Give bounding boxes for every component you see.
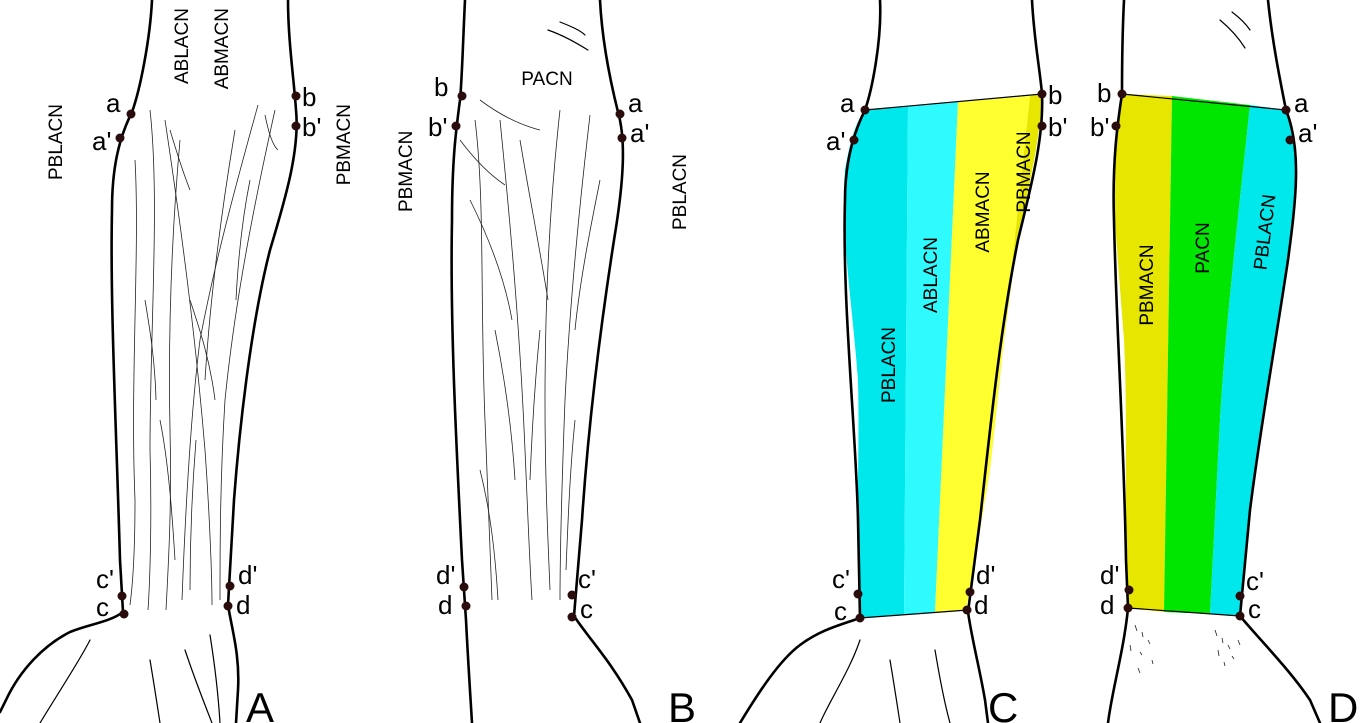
panel-d-point-c — [1236, 612, 1245, 621]
panel-d-label-pbmacn: PBMACN — [1137, 244, 1158, 325]
panel-b-point-a-prime — [618, 134, 627, 143]
panel-a-text-b: b — [302, 82, 316, 112]
panel-d-elbow-crease — [1220, 12, 1250, 48]
panel-a-letter: A — [246, 684, 274, 723]
panel-d-zone-pbmacn — [1114, 94, 1172, 612]
panel-a-text-c-prime: c' — [96, 564, 114, 594]
panel-a-point-c — [120, 610, 129, 619]
panel-c-point-b-prime — [1038, 122, 1047, 131]
panel-a-point-d-prime — [226, 582, 235, 591]
panel-b-point-b-prime — [452, 122, 461, 131]
panel-b-point-d — [462, 602, 471, 611]
panel-a-point-b — [292, 92, 301, 101]
panel-d-letter: D — [1328, 684, 1358, 723]
panel-a: PBLACN ABLACN ABMACN PBMACN a a' b b' c'… — [0, 0, 355, 723]
panel-b-letter: B — [668, 684, 696, 723]
panel-b: PACN PBMACN PBLACN b b' a a' d' d c' c B — [396, 0, 696, 723]
panel-b-text-d: d — [438, 590, 452, 620]
panel-c-point-c-prime — [854, 590, 863, 599]
panel-d-point-b — [1118, 90, 1127, 99]
panel-a-text-c: c — [96, 592, 109, 622]
panel-c-text-a-prime: a' — [826, 126, 845, 156]
panel-c-text-a: a — [840, 88, 855, 118]
panel-a-text-b-prime: b' — [302, 112, 321, 142]
panel-b-point-b — [458, 92, 467, 101]
panel-a-superficial-veins — [130, 105, 278, 610]
panel-c-label-ablacn: ABLACN — [921, 237, 942, 313]
panel-c-point-a — [861, 106, 870, 115]
panel-d-point-a-prime — [1286, 136, 1295, 145]
panel-b-text-c-prime: c' — [578, 564, 596, 594]
panel-d-point-b-prime — [1112, 122, 1121, 131]
panel-d-text-b-prime: b' — [1090, 112, 1109, 142]
panel-d-text-c: c — [1248, 594, 1261, 624]
panel-c-text-b-prime: b' — [1048, 112, 1067, 142]
panel-d: PBMACN PACN PBLACN b b' a a' d' d c' c D — [1090, 0, 1358, 723]
panel-c-hand-outline — [820, 640, 950, 723]
panel-b-elbow-crease — [548, 22, 588, 50]
panel-a-label-ablacn: ABLACN — [172, 8, 193, 84]
panel-b-text-b: b — [434, 72, 448, 102]
panel-a-label-pbmacn: PBMACN — [334, 104, 355, 185]
panel-d-point-d — [1124, 604, 1133, 613]
panel-b-forearm-left-outline — [452, 0, 472, 723]
panel-d-text-b: b — [1097, 78, 1111, 108]
panel-a-point-b-prime — [292, 122, 301, 131]
panel-c-point-b — [1038, 90, 1047, 99]
panel-c-label-pblacn: PBLACN — [879, 327, 900, 403]
panel-c-text-b: b — [1048, 80, 1062, 110]
panel-c-label-pbmacn: PBMACN — [1014, 131, 1035, 212]
panel-c: PBLACN ABLACN ABMACN PBMACN a a' b b' c'… — [740, 0, 1067, 723]
panel-b-label-pblacn: PBLACN — [670, 154, 691, 230]
panel-a-point-a — [127, 110, 136, 119]
panel-d-text-c-prime: c' — [1246, 566, 1264, 596]
panel-b-point-c — [568, 613, 577, 622]
panel-a-text-a-prime: a' — [92, 126, 111, 156]
panel-c-text-c: c — [834, 596, 847, 626]
panel-d-point-d-prime — [1125, 586, 1134, 595]
panel-a-label-abmacn: ABMACN — [212, 8, 233, 89]
panel-d-label-pacn: PACN — [1193, 222, 1214, 273]
panel-b-point-a — [616, 110, 625, 119]
panel-c-text-d-prime: d' — [976, 560, 995, 590]
panel-a-point-d — [224, 602, 233, 611]
panel-a-point-a-prime — [116, 134, 125, 143]
panel-d-point-c-prime — [1236, 592, 1245, 601]
panel-d-point-a — [1282, 106, 1291, 115]
panel-c-text-d: d — [974, 590, 988, 620]
panel-c-label-abmacn: ABMACN — [973, 171, 994, 252]
panel-a-point-c-prime — [118, 592, 127, 601]
panel-b-point-c-prime — [568, 591, 577, 600]
panel-c-point-d — [963, 606, 972, 615]
panel-d-text-a: a — [1294, 88, 1309, 118]
panel-b-point-d-prime — [460, 583, 469, 592]
panel-b-text-a-prime: a' — [630, 118, 649, 148]
panel-b-label-pacn: PACN — [521, 69, 572, 90]
panel-a-text-a: a — [106, 88, 121, 118]
panel-b-text-c: c — [580, 594, 593, 624]
panel-c-point-a-prime — [850, 136, 859, 145]
panel-b-label-pbmacn: PBMACN — [396, 131, 417, 212]
panel-b-text-b-prime: b' — [428, 112, 447, 142]
panel-b-text-a: a — [628, 88, 643, 118]
panel-a-forearm-lateral-outline — [0, 0, 152, 712]
panel-c-letter: C — [988, 684, 1018, 723]
panel-a-hand-outline — [40, 635, 220, 723]
panel-a-label-pblacn: PBLACN — [46, 104, 67, 180]
panel-c-point-c — [856, 614, 865, 623]
panel-a-text-d-prime: d' — [238, 560, 257, 590]
panel-d-text-d-prime: d' — [1100, 560, 1119, 590]
panel-d-text-a-prime: a' — [1298, 118, 1317, 148]
panel-a-text-d: d — [236, 590, 250, 620]
panel-b-superficial-veins — [460, 100, 600, 600]
panel-b-text-d-prime: d' — [436, 560, 455, 590]
panel-d-hair-stipple — [1130, 625, 1240, 673]
panel-c-text-c-prime: c' — [832, 564, 850, 594]
panel-d-text-d: d — [1100, 590, 1114, 620]
